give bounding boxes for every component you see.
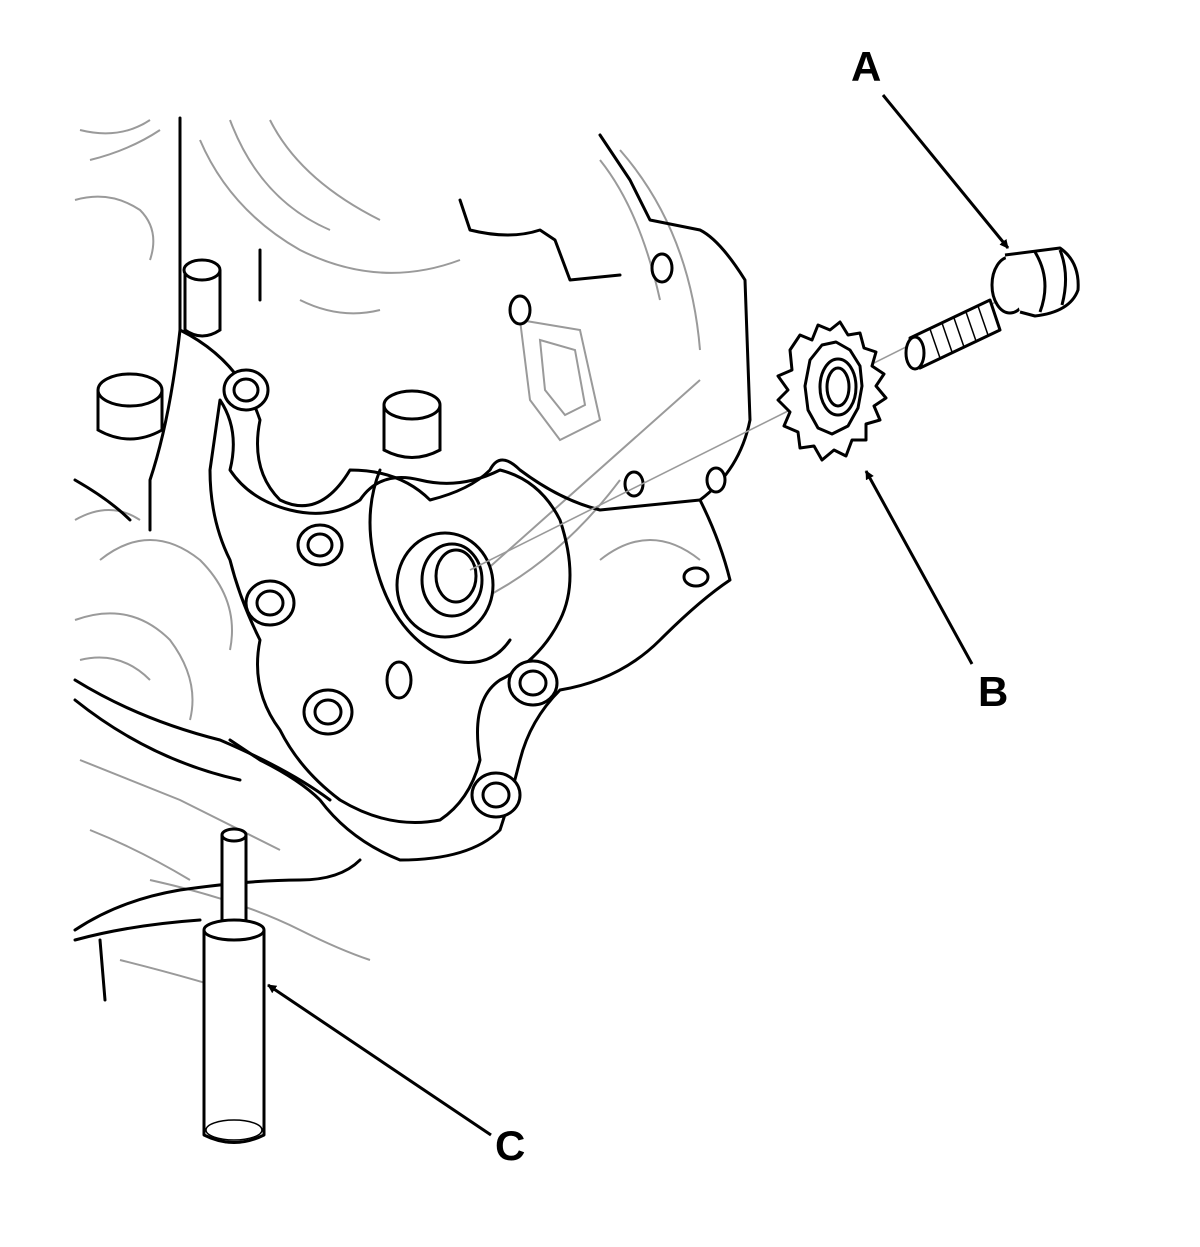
pin-icon xyxy=(202,827,266,1144)
boss-1 xyxy=(182,258,222,338)
bolt-head-2 xyxy=(296,523,344,567)
gear-icon xyxy=(776,320,888,462)
bolt-head-1 xyxy=(222,368,270,412)
boss-3 xyxy=(382,389,442,459)
leader-arrow-c xyxy=(267,983,492,1137)
bolt-icon xyxy=(904,246,1080,371)
leader-arrow-b xyxy=(864,470,974,665)
bolt-head-3 xyxy=(244,579,296,627)
bolt-head-4 xyxy=(302,688,354,736)
block-bosses xyxy=(96,258,442,459)
block-detail-lines xyxy=(74,119,701,1001)
block-outline xyxy=(73,116,752,1002)
cover-bolts xyxy=(222,368,559,819)
callout-label-b: B xyxy=(978,668,1009,715)
leader-lines xyxy=(267,94,1010,1137)
bolt-head-6 xyxy=(470,771,522,819)
bolt-head-5 xyxy=(507,659,559,707)
callout-label-a: A xyxy=(851,43,882,90)
callout-label-c: C xyxy=(495,1122,526,1169)
boss-2 xyxy=(96,372,164,441)
shaft-boss xyxy=(395,531,495,639)
leader-arrow-a xyxy=(881,94,1010,249)
